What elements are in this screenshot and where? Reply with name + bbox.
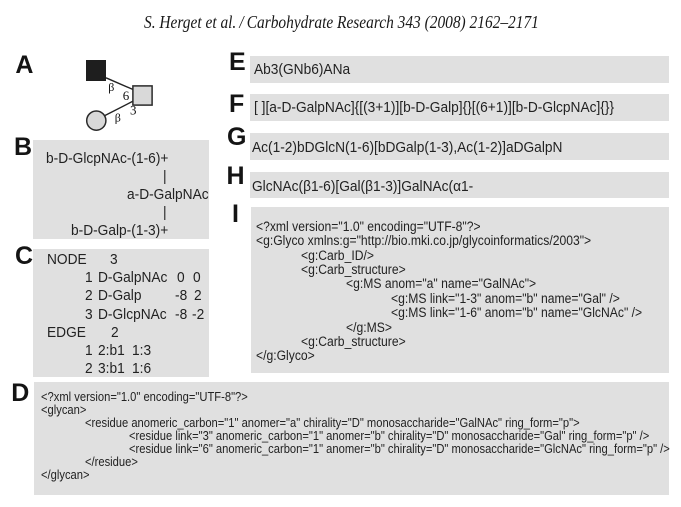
svg-text:β: β [115, 110, 121, 124]
svg-text:β: β [108, 80, 114, 94]
svg-text:6: 6 [123, 88, 130, 103]
svg-text:3: 3 [130, 103, 137, 118]
